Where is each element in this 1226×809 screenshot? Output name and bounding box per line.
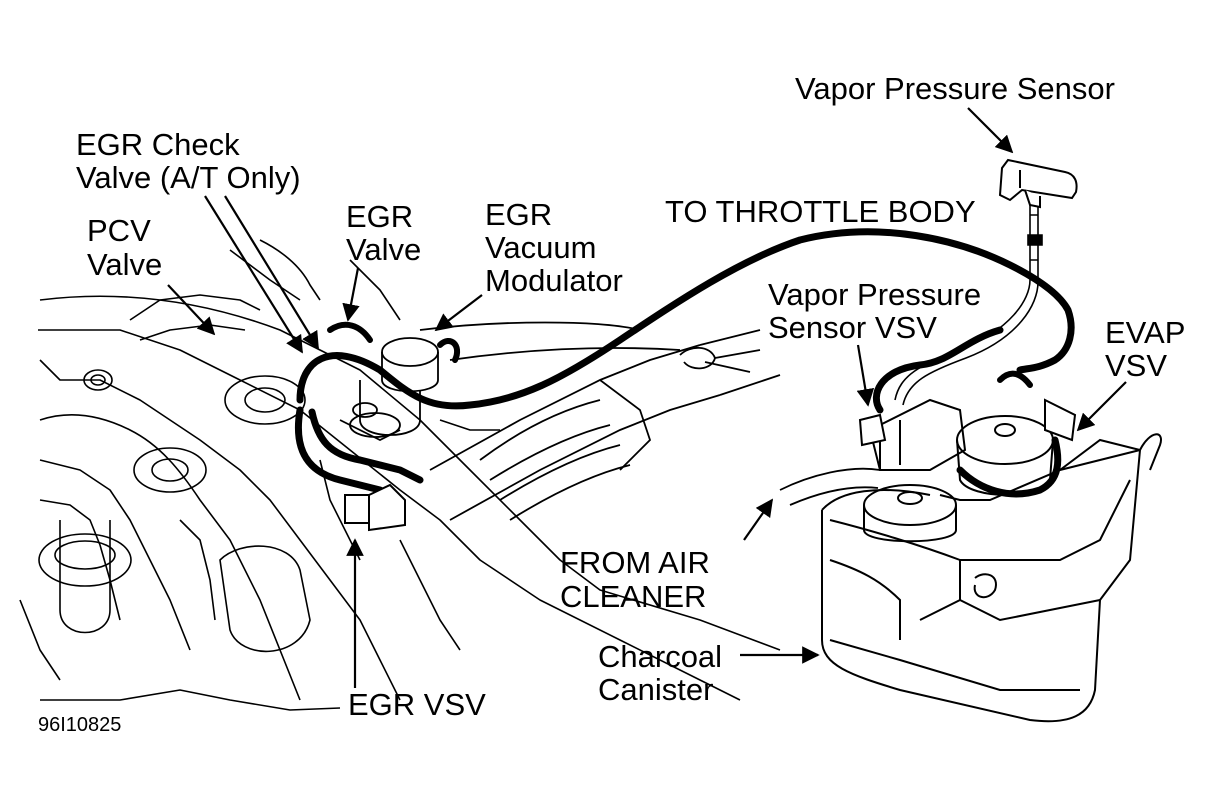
air-cleaner-hose <box>779 467 881 506</box>
label-to-throttle-body: TO THROTTLE BODY <box>665 194 976 229</box>
label-from-air-cleaner-line1: FROM AIR <box>560 545 710 580</box>
vacuum-hoses <box>294 228 1075 504</box>
vsv-bodies <box>344 398 1077 532</box>
label-egr-check-valve-line2: Valve (A/T Only) <box>76 160 301 195</box>
label-egr-vacuum-modulator-line3: Modulator <box>485 263 623 298</box>
label-evap-vsv-line1: EVAP <box>1105 315 1186 350</box>
figure-reference-id: 96I10825 <box>38 714 122 736</box>
label-charcoal-canister-line1: Charcoal <box>598 639 723 674</box>
label-vapor-pressure-sensor: Vapor Pressure Sensor <box>795 71 1115 106</box>
label-vapor-pressure-sensor-vsv-line2: Sensor VSV <box>768 310 937 345</box>
label-pcv-valve-line2: Valve <box>87 247 163 282</box>
label-egr-valve-line2: Valve <box>346 232 422 267</box>
engine-block <box>19 239 781 711</box>
label-egr-valve-line1: EGR <box>346 199 414 234</box>
label-egr-vacuum-modulator-line2: Vacuum <box>485 230 597 265</box>
label-pcv-valve-line1: PCV <box>87 213 151 248</box>
label-from-air-cleaner-line2: CLEANER <box>560 579 707 614</box>
egr-valve-assembly <box>339 337 439 442</box>
leader-lines <box>167 107 1127 688</box>
label-evap-vsv-line2: VSV <box>1105 348 1168 383</box>
label-egr-vsv: EGR VSV <box>348 687 486 722</box>
label-egr-vacuum-modulator-line1: EGR <box>485 197 553 232</box>
sensor-wire <box>894 205 1043 406</box>
vapor-pressure-sensor-body <box>998 158 1078 209</box>
label-vapor-pressure-sensor-vsv-line1: Vapor Pressure <box>768 277 982 312</box>
label-egr-check-valve-line1: EGR Check <box>76 127 240 162</box>
charcoal-canister-body <box>821 398 1162 723</box>
label-charcoal-canister-line2: Canister <box>598 672 714 707</box>
